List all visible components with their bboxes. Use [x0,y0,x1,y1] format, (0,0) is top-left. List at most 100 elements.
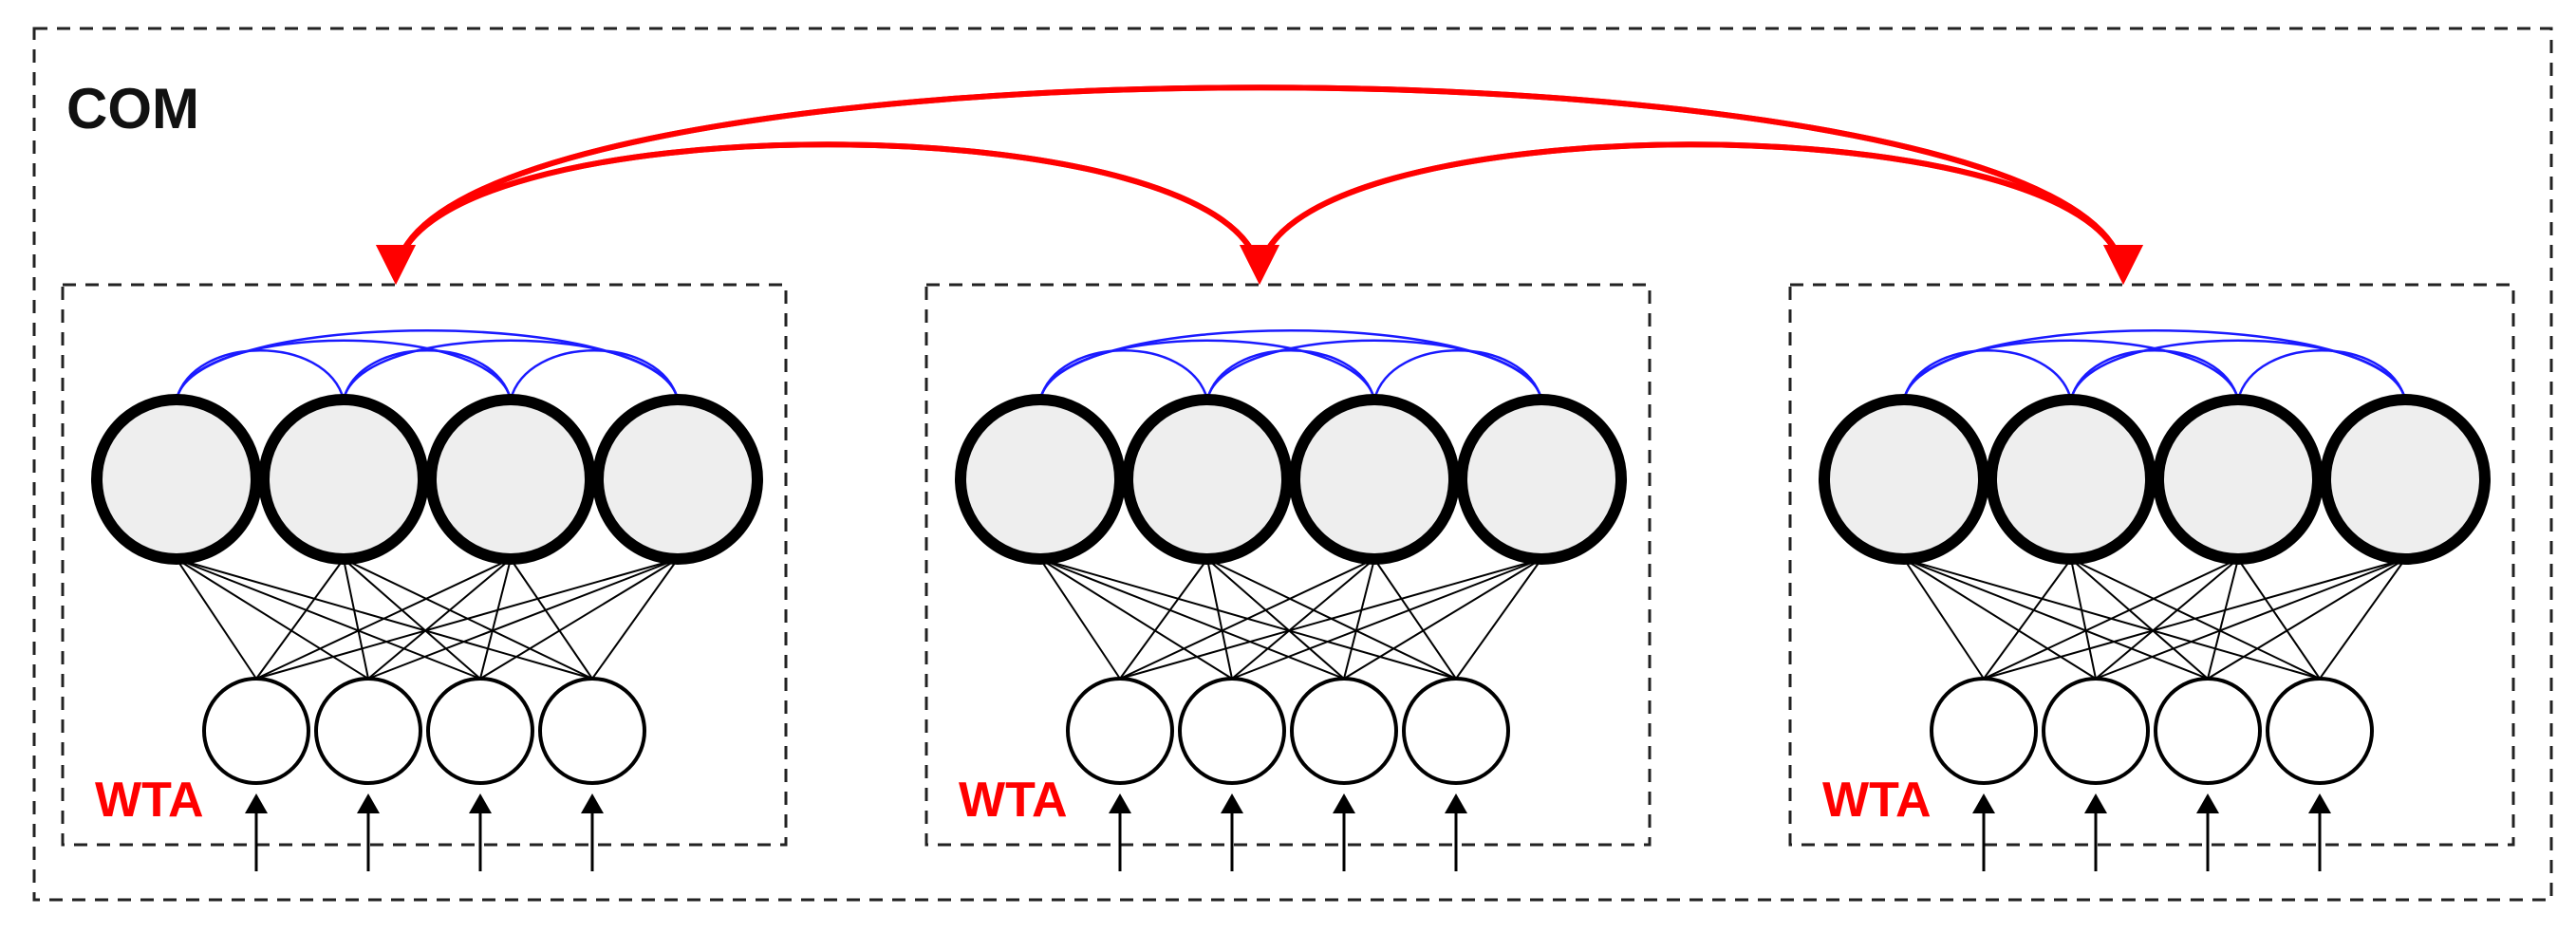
input-neuron [1930,677,2038,785]
inter-module-arrows [376,84,2143,285]
feedforward-connection [367,558,679,680]
feedforward-connection [1039,558,1121,680]
feedforward-connection [343,558,593,680]
feedforward-connection [1903,558,2097,680]
wta-module: WTA [61,283,788,871]
feedforward-connection [1343,558,1542,680]
feedforward-connection [2319,558,2406,680]
output-neuron [1986,394,2156,565]
feedforward-connection [2095,558,2239,680]
modules-layer: WTA WTA WTA [61,283,2515,871]
feedforward-connection [1206,558,1457,680]
wta-boundary [1788,283,2515,847]
feedforward-connection [1983,558,2072,680]
lateral-connection [1038,339,1376,401]
inter-module-arrow [1257,141,2143,285]
feedforward-connection [176,558,257,680]
output-neuron [1819,394,1989,565]
input-neuron [314,677,422,785]
output-neuron [258,394,429,565]
feedforward-connection [1903,558,2321,680]
lateral-connection [1038,349,1209,401]
feedforward-connection [1903,558,2209,680]
feedforward-connection [343,558,369,680]
input-neuron [538,677,646,785]
feedforward-connection [1206,558,1345,680]
feedforward-connection [1903,558,1985,680]
lateral-connection [1205,339,1543,401]
input-neuron [1290,677,1398,785]
lateral-connection [342,349,513,401]
lateral-connection [1902,339,2240,401]
lateral-connection [175,349,345,401]
feedforward-connection [176,558,593,680]
output-neuron [91,394,262,565]
output-neuron [1289,394,1460,565]
feedforward-connection [367,558,512,680]
inter-module-arrow [393,84,2143,285]
feedforward-connection [2237,558,2321,680]
com-label: COM [66,77,199,140]
feedforward-connection [255,558,345,680]
lateral-connection [1038,329,1543,401]
wta-module: WTA [1788,283,2515,871]
feedforward-connection [479,558,679,680]
wta-label: WTA [959,773,1068,828]
feedforward-connection [1373,558,1457,680]
feedforward-connection [2207,558,2406,680]
lateral-connection [2069,349,2240,401]
output-neuron [1122,394,1293,565]
lateral-connection [175,339,513,401]
feedforward-connection [510,558,593,680]
input-neuron [426,677,534,785]
inter-module-arrow [376,141,1262,285]
output-neuron [425,394,596,565]
feedforward-connection [2070,558,2209,680]
lateral-connection [1902,349,2073,401]
input-neuron [2266,677,2374,785]
inter-module-arrow [393,141,1279,285]
lateral-connection [1205,349,1376,401]
feedforward-connection [176,558,369,680]
feedforward-connection [1039,558,1457,680]
wta-label: WTA [95,773,204,828]
lateral-connection [1372,349,1543,401]
wta-module: WTA [924,283,1652,871]
output-neuron [592,394,763,565]
output-neuron [2320,394,2491,565]
feedforward-connection [1343,558,1375,680]
feedforward-connection [2095,558,2406,680]
feedforward-connection [591,558,679,680]
feedforward-connection [1039,558,1233,680]
wta-boundary [61,283,788,847]
inter-module-arrow [1240,141,2126,285]
output-neuron [955,394,1126,565]
input-neuron [2154,677,2262,785]
com-boundary [32,27,2553,902]
feedforward-connection [1039,558,1345,680]
feedforward-connection [1231,558,1375,680]
wta-label: WTA [1822,773,1932,828]
lateral-connection [2069,339,2407,401]
inter-module-arrow [376,84,2126,285]
feedforward-connection [2070,558,2321,680]
output-neuron [2153,394,2324,565]
feedforward-connection [1455,558,1542,680]
lateral-connection [1902,329,2407,401]
feedforward-connection [343,558,481,680]
input-neuron [1178,677,1286,785]
lateral-connection [2236,349,2407,401]
input-neuron [202,677,310,785]
input-neuron [1066,677,1174,785]
feedforward-connection [2070,558,2097,680]
feedforward-connection [1119,558,1208,680]
lateral-connection [175,329,680,401]
feedforward-connection [176,558,481,680]
feedforward-connection [2207,558,2239,680]
lateral-connection [509,349,680,401]
input-neuron [1402,677,1510,785]
feedforward-connection [1206,558,1233,680]
feedforward-connection [1231,558,1542,680]
